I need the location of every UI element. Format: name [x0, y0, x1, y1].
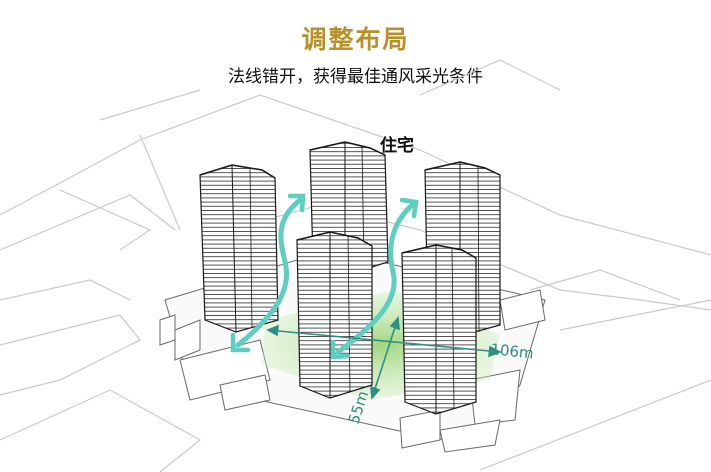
- site-context: [0, 59, 711, 472]
- page-subtitle: 法线错开，获得最佳通风采光条件: [228, 67, 483, 87]
- dimension-width-label: 106m: [490, 340, 535, 362]
- residential-tower-5: [401, 244, 477, 415]
- dimension-line-width: [266, 324, 503, 358]
- residential-label: 住宅: [380, 135, 414, 156]
- page-title: 调整布局: [301, 25, 410, 54]
- dimension-line-depth: [370, 316, 400, 400]
- residential-tower-4: [296, 231, 373, 399]
- residential-tower-1: [199, 164, 279, 333]
- ventilation-arrow-right-icon: [330, 197, 419, 360]
- ventilation-arrow-left-icon: [230, 193, 306, 353]
